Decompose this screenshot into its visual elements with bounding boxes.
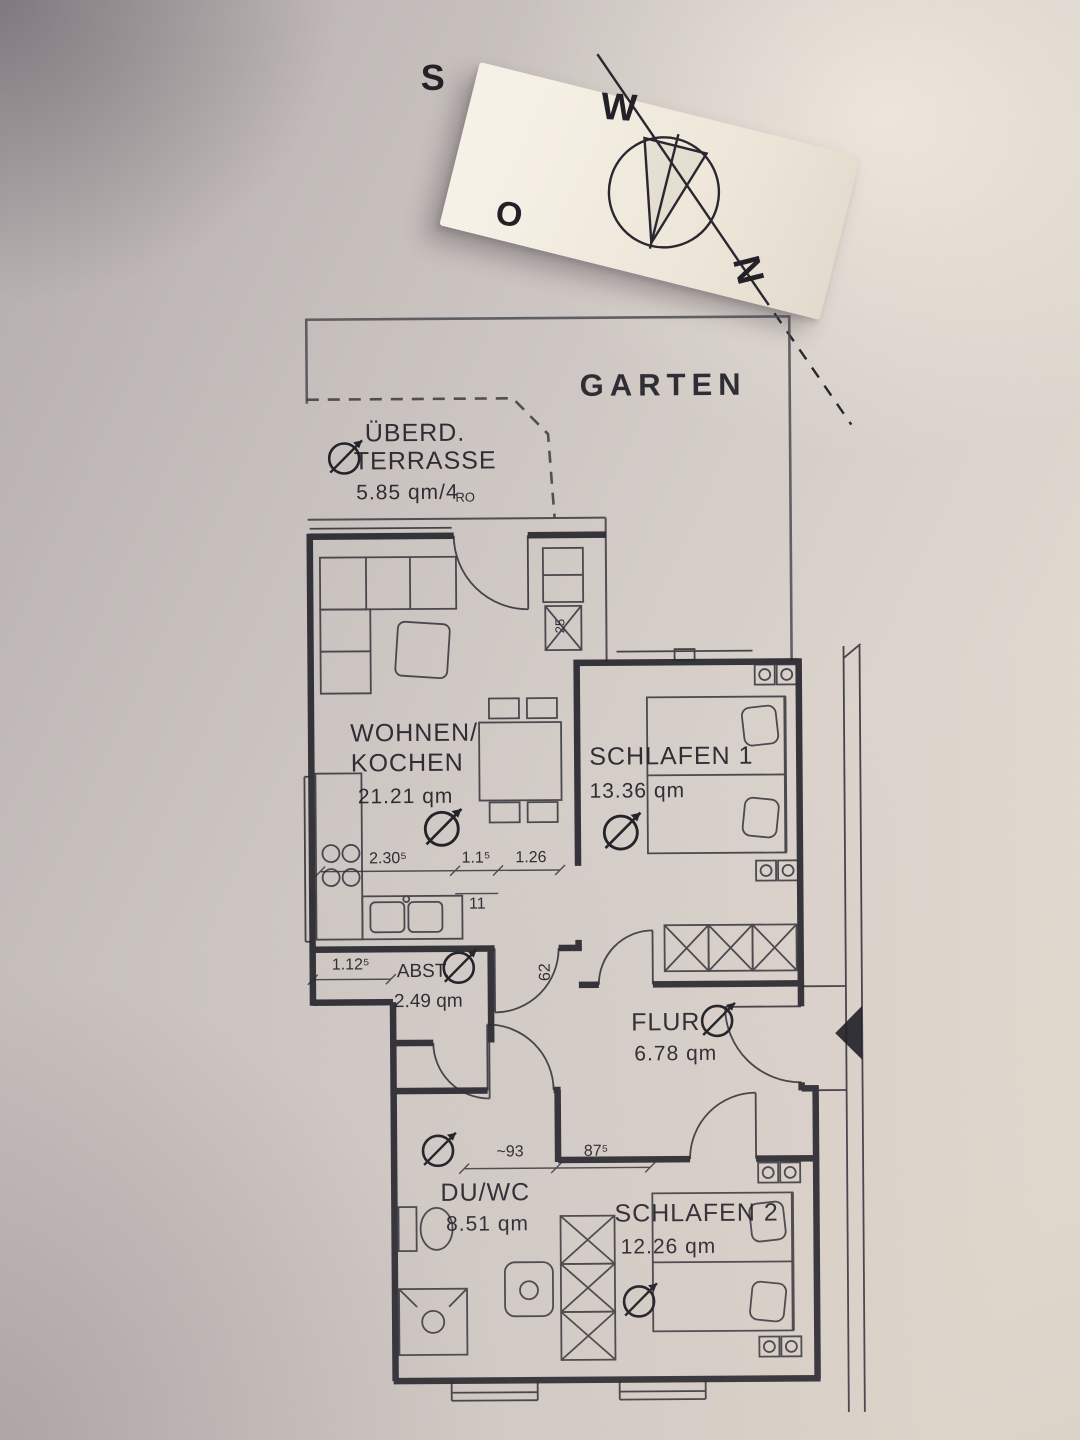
dim-label-bath-a: ~93	[496, 1143, 523, 1160]
position-marker-icon	[423, 807, 464, 847]
bedroom2-furniture	[559, 1161, 803, 1361]
terrace-outline	[306, 397, 608, 662]
dim-label-living-b: 1.1⁵	[461, 849, 490, 866]
apartment-walls	[306, 531, 821, 1385]
room-label-flur: FLUR	[631, 1008, 700, 1036]
dim-label-living-d: 11	[469, 896, 486, 913]
area-label-terrasse: 5.85 qm/4	[356, 481, 459, 505]
position-markers	[327, 439, 737, 1318]
compass-axis-line	[596, 53, 763, 296]
area-label-flur: 6.78 qm	[634, 1042, 717, 1066]
position-marker-icon	[700, 1001, 737, 1038]
area-label-schlafen2: 12.26 qm	[621, 1235, 717, 1259]
room-label-wohnen-1: WOHNEN/	[350, 719, 478, 748]
garden-label: GARTEN	[580, 367, 747, 403]
room-label-abst: ABST.	[397, 961, 450, 982]
room-label-schlafen2: SCHLAFEN 2	[614, 1198, 778, 1227]
room-label-wohnen-2: KOCHEN	[351, 749, 464, 778]
bathroom-fixtures	[397, 1206, 555, 1357]
room-label-duwc: DU/WC	[440, 1178, 530, 1207]
site-arrow-marker	[835, 1005, 863, 1060]
position-marker-icon	[421, 1131, 458, 1168]
dimension-lines	[307, 864, 656, 1175]
living-room-furniture	[314, 546, 585, 941]
dim-label-abst: 1.12⁵	[332, 956, 370, 973]
area-label-wohnen: 21.21 qm	[358, 785, 454, 809]
room-label-terrasse-1: ÜBERD.	[365, 419, 466, 448]
dim-label-living-c: 1.26	[515, 849, 546, 866]
dim-label-bath-b: 87⁵	[584, 1143, 609, 1160]
garden-boundary	[304, 315, 793, 661]
area-label-duwc: 8.51 qm	[446, 1212, 529, 1236]
door-arcs	[432, 535, 802, 1160]
compass-needle-line	[648, 133, 680, 249]
area-label-schlafen1: 13.36 qm	[589, 779, 685, 803]
dim-label-shaft: 25	[552, 619, 567, 634]
position-marker-icon	[602, 811, 643, 851]
room-label-terrasse-2: TERRASSE	[354, 446, 497, 475]
area-suffix-terrasse: RO	[455, 490, 475, 505]
area-label-abst: 2.49 qm	[394, 991, 463, 1012]
dim-label-door: 62	[537, 963, 554, 981]
dim-label-living-a: 2.30⁵	[369, 850, 407, 867]
room-label-schlafen1: SCHLAFEN 1	[589, 742, 753, 771]
bedroom1-furniture	[645, 663, 800, 973]
